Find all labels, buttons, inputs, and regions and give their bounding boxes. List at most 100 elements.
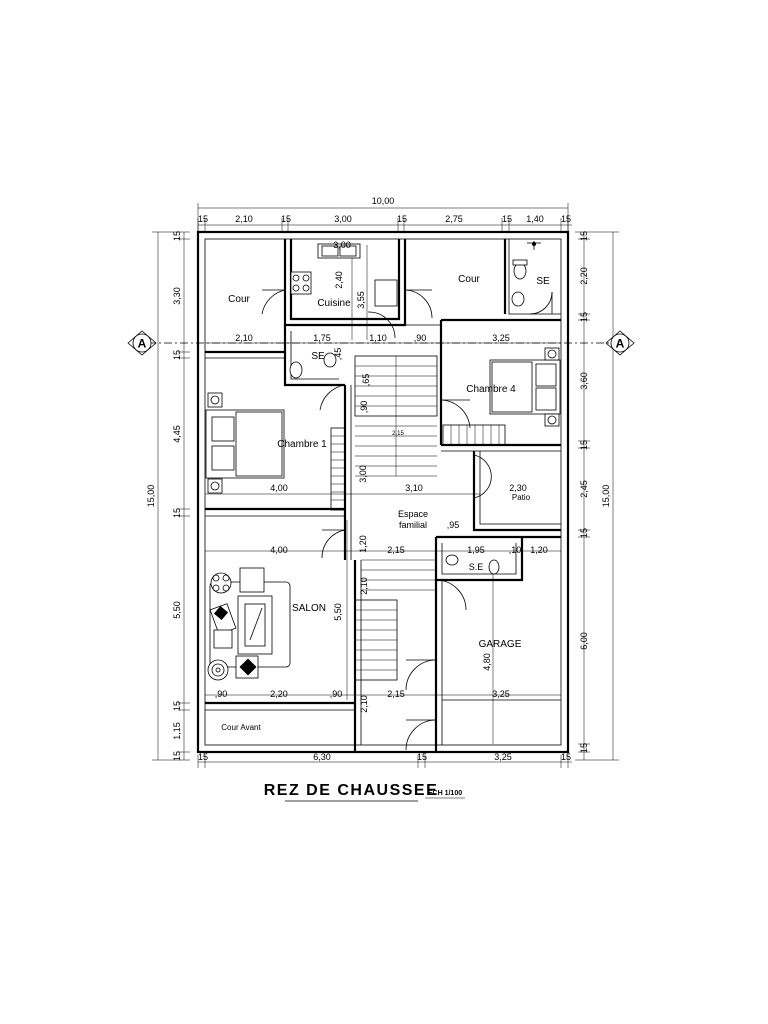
stove-icon: [290, 271, 312, 295]
dim-interior: 3,10: [405, 483, 423, 493]
walls: [196, 230, 570, 754]
dim-interior: ,90: [359, 401, 369, 414]
dim-right: 2,45: [579, 480, 589, 498]
bed-icon-2: [489, 347, 561, 427]
dim-interior: 2,10: [359, 695, 369, 713]
dim-left: 1,15: [172, 722, 182, 740]
dim-interior: 3,55: [356, 291, 366, 309]
dim-interior: 2,20: [270, 689, 288, 699]
svg-text:A: A: [616, 337, 625, 351]
room-label-cour: Cour: [228, 294, 250, 305]
room-label-se: SE: [311, 351, 325, 362]
doors: [261, 289, 553, 751]
furniture: [205, 241, 561, 681]
dim-right: 15: [579, 312, 589, 322]
dim-top: 15: [561, 214, 571, 224]
dim-top: 15: [281, 214, 291, 224]
stairs: [330, 355, 506, 681]
dim-top: 2,75: [445, 214, 463, 224]
dim-interior: 4,80: [482, 653, 492, 671]
dim-interior: 5,50: [333, 603, 343, 621]
dim-interior: 2,40: [334, 271, 344, 289]
dim-top: 15: [502, 214, 512, 224]
shower-icon: [527, 241, 541, 250]
sofa-set-icon: [207, 567, 291, 681]
dim-left: 15: [172, 350, 182, 360]
dim-total-height-left: 15,00: [146, 485, 156, 508]
dim-interior: ,90: [215, 689, 228, 699]
dim-interior: 2,15: [392, 431, 404, 437]
dim-total-width: 10,00: [372, 196, 395, 206]
dim-left: 15: [172, 751, 182, 761]
dim-interior: 1,75: [313, 333, 331, 343]
dim-interior: 2,10: [235, 333, 253, 343]
dim-top: 2,10: [235, 214, 253, 224]
dim-interior: 2,30: [509, 483, 527, 493]
room-label-espace-familial: familial: [399, 520, 427, 530]
dim-bottom: 15: [198, 752, 208, 762]
dim-top: 3,00: [334, 214, 352, 224]
sink-icon: [317, 243, 361, 259]
room-label-chambre-4: Chambre 4: [466, 384, 516, 395]
dim-top: 15: [198, 214, 208, 224]
dim-interior: 3,00: [358, 465, 368, 483]
dim-right: 15: [579, 743, 589, 753]
dim-interior: ,90: [414, 333, 427, 343]
dim-left: 3,30: [172, 287, 182, 305]
room-label-garage: GARAGE: [479, 639, 522, 650]
dim-right: 3,60: [579, 372, 589, 390]
svg-text:A: A: [138, 337, 147, 351]
dim-interior: 4,00: [270, 483, 288, 493]
room-label-cuisine: Cuisine: [317, 298, 351, 309]
bed-icon: [205, 392, 285, 494]
dim-bottom: 3,25: [494, 752, 512, 762]
dimension-lines: [148, 203, 620, 768]
dim-interior: 1,95: [467, 545, 485, 555]
dim-top: 15: [397, 214, 407, 224]
dim-total-height-right: 15,00: [601, 485, 611, 508]
dim-bottom: 6,30: [313, 752, 331, 762]
dim-interior: 4,00: [270, 545, 288, 555]
dim-left: 15: [172, 701, 182, 711]
dim-right: 15: [579, 231, 589, 241]
dim-interior: ,10: [509, 545, 522, 555]
room-label-se-garage: S.E: [469, 562, 484, 572]
plan-scale: ECH 1/100: [428, 790, 462, 797]
dim-interior: 1,20: [358, 535, 368, 553]
room-label-se: SE: [536, 276, 550, 287]
dim-interior: 1,10: [369, 333, 387, 343]
dim-interior: ,95: [447, 520, 460, 530]
dim-interior: 3,25: [492, 689, 510, 699]
dim-interior: 3,25: [492, 333, 510, 343]
dim-bottom: 15: [561, 752, 571, 762]
room-label-cour: Cour: [458, 274, 480, 285]
dim-interior: ,45: [333, 348, 343, 361]
room-label-cour-avant: Cour Avant: [221, 723, 261, 732]
dim-interior: 2,15: [387, 545, 405, 555]
dim-interior: 2,10: [359, 577, 369, 595]
dim-bottom: 15: [417, 752, 427, 762]
section-marker-left: A: [127, 330, 157, 356]
dim-interior: 1,20: [530, 545, 548, 555]
dim-top: 1,40: [526, 214, 544, 224]
toilet-icon: [289, 259, 528, 575]
dim-right: 15: [579, 528, 589, 538]
dimension-text: 10,00 15 2,10 15 3,00 15 2,75 15 1,40 15…: [146, 196, 611, 762]
section-marker-right: A: [605, 330, 635, 356]
dim-right: 2,20: [579, 267, 589, 285]
dim-left: 15: [172, 231, 182, 241]
dim-interior: 3,00: [333, 240, 351, 250]
room-labels: Cour Cuisine Cour SE SE Chambre 1 Chambr…: [221, 274, 550, 732]
dim-left: 5,50: [172, 601, 182, 619]
room-label-salon: SALON: [292, 603, 326, 614]
room-label-chambre-1: Chambre 1: [277, 439, 327, 450]
dim-right: 15: [579, 440, 589, 450]
room-label-espace-familial: Espace: [398, 509, 428, 519]
dim-interior: ,90: [330, 689, 343, 699]
dim-right: 6,00: [579, 632, 589, 650]
dim-left: 4,45: [172, 425, 182, 443]
plan-title: REZ DE CHAUSSEE ECH 1/100: [264, 782, 465, 802]
dim-interior: ,65: [361, 374, 371, 387]
dim-left: 15: [172, 508, 182, 518]
